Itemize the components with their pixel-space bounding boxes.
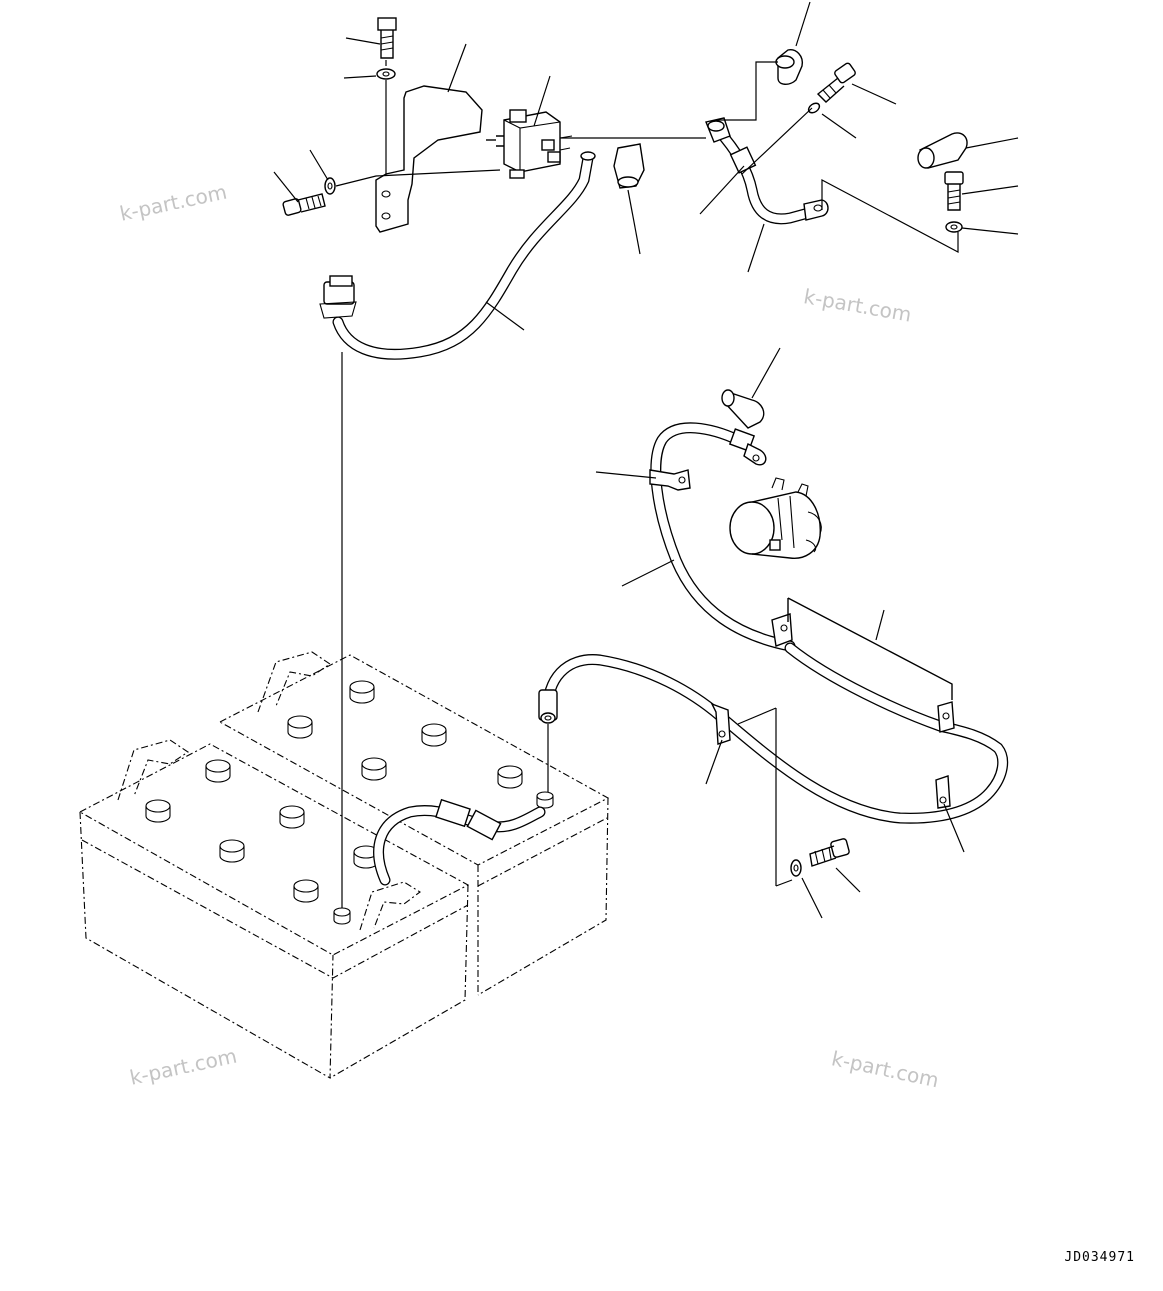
starter-motor	[729, 477, 822, 559]
bolt-bottom	[809, 838, 850, 867]
washer-right-1	[807, 102, 821, 114]
clamp-3	[935, 775, 951, 809]
bolt-right-1	[816, 62, 856, 103]
washer-left	[324, 177, 336, 195]
terminal-cap-3	[917, 132, 968, 169]
battery-cell-caps	[145, 680, 554, 925]
cable-starter-ground	[650, 422, 796, 652]
cover-plate	[787, 597, 953, 700]
washer-top	[376, 68, 396, 80]
clamp-4	[771, 613, 955, 733]
leader-lines	[273, 1, 1019, 919]
bolt-top	[377, 17, 397, 59]
battery-left	[78, 739, 470, 1079]
battery-link-cable	[373, 798, 546, 886]
relay-bracket	[375, 85, 483, 233]
bolt-left	[282, 193, 326, 216]
battery-relay	[486, 109, 573, 179]
clamp-1	[649, 469, 691, 491]
cable-battery-to-relay	[319, 151, 596, 360]
cable-relay-to-starter	[705, 117, 829, 225]
clamp-2	[710, 702, 731, 745]
washer-bottom	[790, 859, 802, 877]
drawing-number: JD034971	[1064, 1250, 1135, 1265]
terminal-cap-2	[775, 49, 803, 85]
assembly-lines	[335, 60, 959, 908]
bolt-right-2	[944, 171, 964, 211]
washer-right-2	[945, 221, 963, 233]
terminal-cap-4	[721, 389, 765, 429]
battery-pair	[78, 651, 610, 1079]
terminal-cap-1	[613, 143, 645, 189]
